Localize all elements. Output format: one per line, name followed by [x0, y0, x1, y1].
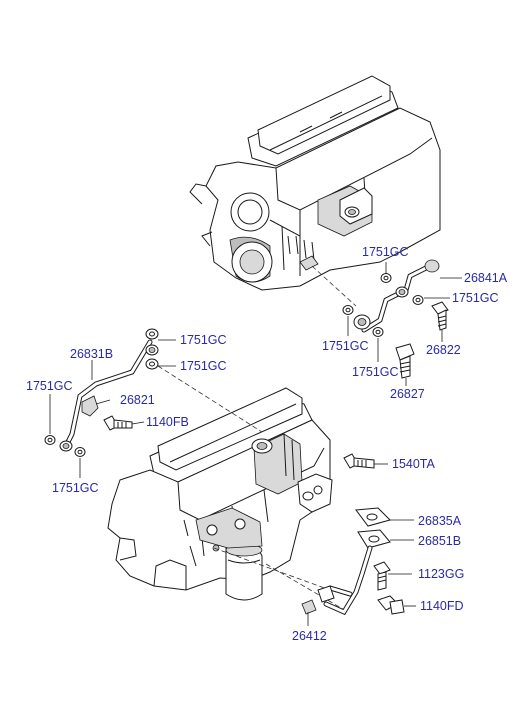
- label-1140fd: 1140FD: [420, 599, 464, 613]
- label-26827: 26827: [390, 387, 425, 401]
- washer-mid-b: [372, 327, 384, 337]
- label-1751gc-far-left: 1751GC: [26, 379, 73, 393]
- washer-right: [412, 295, 424, 305]
- upper-engine-drawing: [189, 75, 441, 291]
- label-1751gc-mid-b: 1751GC: [352, 365, 399, 379]
- label-1540ta: 1540TA: [392, 457, 436, 471]
- label-1123gg: 1123GG: [418, 567, 464, 581]
- label-1751gc-right: 1751GC: [452, 291, 499, 305]
- label-26851b: 26851B: [418, 534, 461, 548]
- gasket-26835a: [355, 507, 391, 527]
- label-1751gc-left-top: 1751GC: [180, 333, 227, 347]
- label-26412: 26412: [292, 629, 327, 643]
- label-26831b: 26831B: [70, 347, 113, 361]
- label-26841a: 26841A: [464, 271, 508, 285]
- washer-top: [380, 273, 392, 283]
- part-labels: 1751GC 26841A 1751GC 1751GC 26822 1751GC…: [26, 245, 508, 643]
- label-1751gc-top: 1751GC: [362, 245, 409, 259]
- label-1140fb: 1140FB: [146, 415, 189, 429]
- bolt-1540ta: [343, 453, 375, 469]
- label-1751gc-left-mid: 1751GC: [180, 359, 227, 373]
- label-1751gc-bottom-left: 1751GC: [52, 481, 99, 495]
- washer-left-mid: [145, 358, 159, 370]
- washer-bottom-left: [74, 447, 86, 457]
- clip-26821: [81, 395, 99, 417]
- reference-lines: [157, 265, 357, 613]
- label-26822: 26822: [426, 343, 461, 357]
- bolt-1123gg: [373, 561, 391, 591]
- washer-far-left: [44, 435, 56, 445]
- lower-right-parts: [301, 453, 405, 616]
- pipe-26841a: [342, 259, 449, 379]
- bolt-26822: [431, 301, 449, 331]
- nipple-26412: [301, 585, 335, 615]
- label-26835a: 26835A: [418, 514, 462, 528]
- pipe-26831b: [44, 328, 159, 457]
- bolt-1140fb: [103, 415, 133, 431]
- leader-lines: [49, 262, 462, 626]
- washer-left-top: [145, 328, 159, 340]
- lower-engine-drawing: [107, 387, 333, 601]
- bolt-26827: [395, 343, 415, 379]
- label-26821: 26821: [120, 393, 155, 407]
- label-1751gc-mid-a: 1751GC: [322, 339, 369, 353]
- bolt-1140fd: [377, 595, 405, 615]
- washer-mid-a: [342, 305, 354, 315]
- flange-26851b: [323, 529, 391, 616]
